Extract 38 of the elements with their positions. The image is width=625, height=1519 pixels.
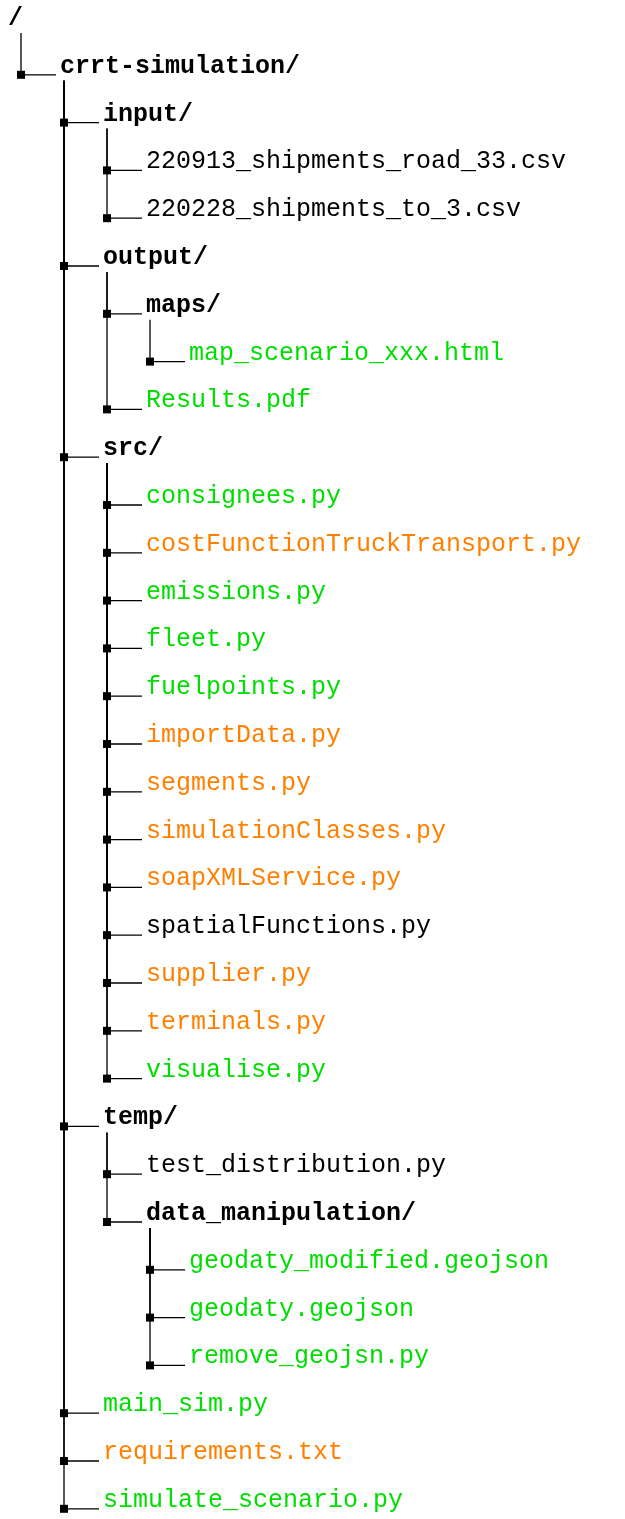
file-name: segments.py <box>146 768 312 799</box>
file-name: fleet.py <box>146 625 267 656</box>
tree-connector <box>149 319 186 363</box>
file-name: remove_geojsn.py <box>189 1342 430 1373</box>
file-name: soapXMLService.py <box>146 864 402 895</box>
file-name: emissions.py <box>146 577 327 608</box>
tree-connector <box>106 1131 143 1223</box>
folder-name: input/ <box>103 99 193 130</box>
folder-name: crrt-simulation/ <box>60 51 301 82</box>
file-name: Results.pdf <box>146 386 312 417</box>
file-name: costFunctionTruckTransport.py <box>146 529 582 560</box>
file-name: visualise.py <box>146 1055 327 1086</box>
tree-connector <box>149 1227 186 1367</box>
tree-connector <box>106 271 143 411</box>
file-name: fuelpoints.py <box>146 673 342 704</box>
tree-connector <box>20 32 57 76</box>
folder-name: / <box>8 4 23 34</box>
folder-name: data_manipulation/ <box>146 1199 417 1229</box>
file-name: 220228_shipments_to_3.csv <box>146 195 522 226</box>
folder-name: maps/ <box>146 290 221 321</box>
folder-name: temp/ <box>103 1103 178 1134</box>
file-name: main_sim.py <box>103 1390 269 1421</box>
file-name: simulate_scenario.py <box>103 1485 404 1516</box>
file-name: terminals.py <box>146 1007 327 1038</box>
file-name: 220913_shipments_road_33.csv <box>146 147 567 178</box>
folder-name: output/ <box>103 243 209 273</box>
file-name: simulationClasses.py <box>146 816 447 847</box>
file-name: requirements.txt <box>103 1438 344 1468</box>
file-name: geodaty_modified.geojson <box>189 1246 550 1277</box>
file-name: geodaty.geojson <box>189 1294 415 1325</box>
file-name: spatialFunctions.py <box>146 912 432 943</box>
file-name: test_distribution.py <box>146 1151 447 1182</box>
file-name: importData.py <box>146 721 342 751</box>
tree-connector <box>106 127 143 219</box>
file-name: consignees.py <box>146 482 342 512</box>
file-name: supplier.py <box>146 960 312 990</box>
folder-name: src/ <box>103 434 163 465</box>
file-name: map_scenario_xxx.html <box>189 338 505 369</box>
